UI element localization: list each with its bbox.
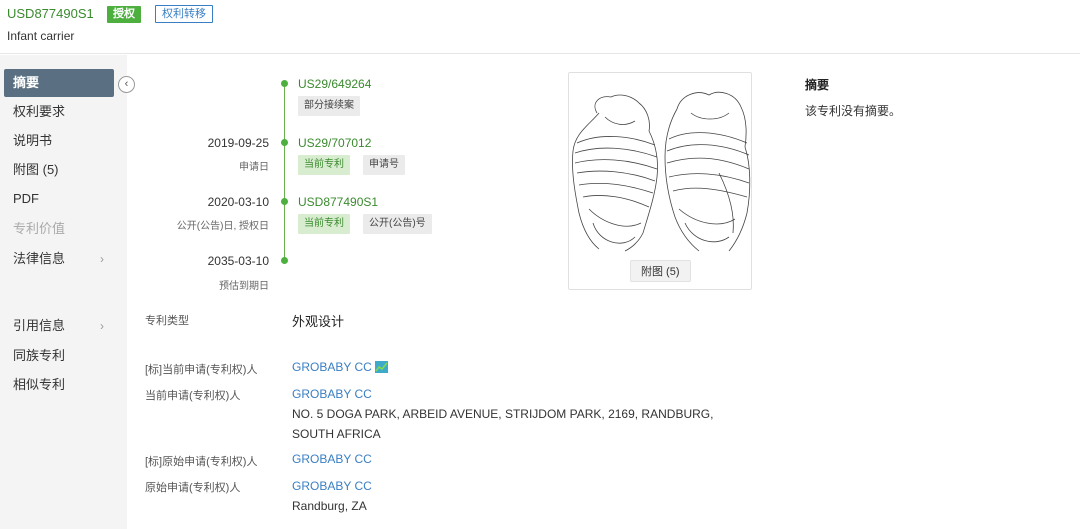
current-assignee-label: 当前申请(专利权)人 bbox=[145, 390, 241, 402]
trend-chart-icon[interactable] bbox=[374, 361, 388, 373]
current-assignee-address-line2: SOUTH AFRICA bbox=[292, 427, 381, 441]
sidebar-item-label: 说明书 bbox=[13, 133, 53, 148]
continuation-tag: 部分接续案 bbox=[298, 96, 360, 116]
publication-number-link[interactable]: USD877490S1 bbox=[298, 195, 379, 209]
original-assignee-link[interactable]: GROBABY CC bbox=[292, 479, 372, 493]
sidebar-item-pdf[interactable]: PDF bbox=[4, 185, 114, 213]
application-date: 2019-09-25 bbox=[207, 136, 269, 150]
timeline-dot bbox=[281, 80, 288, 87]
sidebar-item-abstract[interactable]: 摘要 bbox=[4, 69, 114, 97]
transfer-status-badge[interactable]: 权利转移 bbox=[155, 5, 213, 23]
sidebar-item-label: 权利要求 bbox=[13, 104, 66, 119]
timeline-dot bbox=[281, 257, 288, 264]
original-assignee-label: 原始申请(专利权)人 bbox=[145, 482, 241, 494]
sidebar-item-patent-value: 专利价值 bbox=[4, 215, 114, 243]
sidebar-item-description[interactable]: 说明书 bbox=[4, 127, 114, 155]
patent-figure-thumbnail[interactable]: 附图 (5) bbox=[568, 72, 752, 290]
sidebar-item-family[interactable]: 同族专利 bbox=[4, 342, 114, 370]
parent-application-link[interactable]: US29/649264 bbox=[298, 77, 372, 91]
current-patent-tag: 当前专利 bbox=[298, 155, 350, 175]
expiry-date-label: 预估到期日 bbox=[219, 281, 269, 292]
expiry-date: 2035-03-10 bbox=[207, 254, 269, 268]
patent-title: Infant carrier bbox=[7, 29, 75, 43]
sidebar-item-label: 附图 (5) bbox=[13, 162, 59, 177]
sidebar-item-label: 摘要 bbox=[13, 75, 40, 90]
abstract-text: 该专利没有摘要。 bbox=[805, 104, 902, 118]
sidebar-item-label: PDF bbox=[13, 191, 39, 206]
publication-date: 2020-03-10 bbox=[207, 195, 269, 209]
timeline-dot bbox=[281, 198, 288, 205]
sidebar-item-label: 法律信息 bbox=[13, 251, 66, 266]
publication-number-tag: 公开(公告)号 bbox=[363, 214, 432, 234]
patent-type-label: 专利类型 bbox=[145, 315, 189, 327]
sidebar-item-figures[interactable]: 附图 (5) bbox=[4, 156, 114, 184]
sidebar-item-label: 相似专利 bbox=[13, 377, 66, 392]
application-number-tag: 申请号 bbox=[363, 155, 405, 175]
std-current-assignee-label: [标]当前申请(专利权)人 bbox=[145, 364, 258, 376]
timeline-line bbox=[284, 82, 285, 262]
sidebar-item-similar[interactable]: 相似专利 bbox=[4, 371, 114, 399]
sidebar-item-legal-info[interactable]: 法律信息 › bbox=[4, 245, 114, 273]
current-assignee-address: NO. 5 DOGA PARK, ARBEID AVENUE, STRIJDOM… bbox=[292, 407, 714, 421]
application-number-link[interactable]: US29/707012 bbox=[298, 136, 372, 150]
chevron-right-icon: › bbox=[100, 252, 104, 266]
std-original-assignee-label: [标]原始申请(专利权)人 bbox=[145, 456, 258, 468]
std-current-assignee-link[interactable]: GROBABY CC bbox=[292, 360, 372, 374]
sidebar-item-claims[interactable]: 权利要求 bbox=[4, 98, 114, 126]
sidebar-collapse-icon[interactable]: ‹ bbox=[118, 76, 135, 93]
sidebar-item-label: 专利价值 bbox=[13, 221, 66, 236]
patent-type-value: 外观设计 bbox=[292, 314, 345, 329]
timeline-dot bbox=[281, 139, 288, 146]
sidebar-item-label: 引用信息 bbox=[13, 318, 66, 333]
publication-date-label: 公开(公告)日, 授权日 bbox=[176, 221, 269, 232]
patent-header: USD877490S1 授权 权利转移 Infant carrier bbox=[0, 0, 1080, 54]
infant-carrier-drawing bbox=[572, 91, 751, 252]
sidebar-item-citations[interactable]: 引用信息 › bbox=[4, 312, 114, 340]
figures-button[interactable]: 附图 (5) bbox=[630, 260, 691, 282]
original-assignee-address: Randburg, ZA bbox=[292, 499, 367, 513]
grant-status-badge: 授权 bbox=[107, 6, 141, 23]
sidebar-item-label: 同族专利 bbox=[13, 348, 66, 363]
application-date-label: 申请日 bbox=[239, 162, 269, 173]
std-original-assignee-link[interactable]: GROBABY CC bbox=[292, 452, 372, 466]
patent-number[interactable]: USD877490S1 bbox=[7, 6, 94, 21]
current-assignee-link[interactable]: GROBABY CC bbox=[292, 387, 372, 401]
std-current-assignee-row: GROBABY CC bbox=[292, 360, 388, 374]
current-patent-tag: 当前专利 bbox=[298, 214, 350, 234]
sidebar: 摘要 权利要求 说明书 附图 (5) PDF 专利价值 法律信息› 引用信息› … bbox=[0, 55, 127, 529]
abstract-heading: 摘要 bbox=[805, 78, 830, 92]
chevron-right-icon: › bbox=[100, 319, 104, 333]
